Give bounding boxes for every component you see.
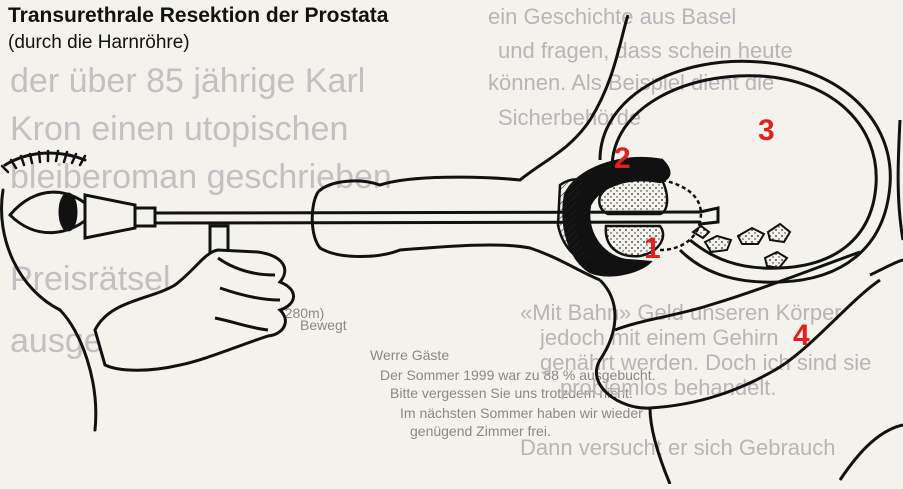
prostate-icon [558, 158, 701, 275]
svg-text:und fragen, dass schein heute: und fragen, dass schein heute [498, 38, 793, 63]
marker-2: 2 [614, 142, 631, 175]
svg-text:jedoch mit einem Gehirn: jedoch mit einem Gehirn [539, 325, 778, 350]
svg-text:der über 85 jährige Karl: der über 85 jährige Karl [10, 62, 365, 100]
svg-text:bleiberoman geschrieben: bleiberoman geschrieben [10, 158, 392, 196]
svg-text:können. Als Beispiel dient die: können. Als Beispiel dient die [488, 70, 774, 95]
marker-3: 3 [758, 114, 775, 147]
bladder-stones [693, 224, 790, 268]
svg-text:genährt werden. Doch ich sind: genährt werden. Doch ich sind sie [540, 350, 871, 375]
page-title: Transurethrale Resektion der Prostata [8, 4, 388, 28]
page-subtitle: (durch die Harnröhre) [8, 32, 190, 54]
svg-text:ein Geschichte aus Basel: ein Geschichte aus Basel [488, 4, 736, 29]
svg-text:Bewegt: Bewegt [300, 317, 347, 333]
svg-text:problemlos behandelt.: problemlos behandelt. [560, 375, 776, 400]
svg-text:Werre Gäste: Werre Gäste [370, 347, 449, 363]
svg-text:Dann versucht er sich Gebrauch: Dann versucht er sich Gebrauch [520, 435, 836, 460]
marker-4: 4 [793, 319, 810, 352]
marker-1: 1 [644, 232, 661, 265]
svg-text:Im nächsten Sommer haben wir w: Im nächsten Sommer haben wir wieder [400, 405, 643, 421]
svg-text:Kron einen utopischen: Kron einen utopischen [10, 110, 348, 148]
bleed-through-text: ein Geschichte aus Basel und fragen, das… [10, 4, 871, 460]
